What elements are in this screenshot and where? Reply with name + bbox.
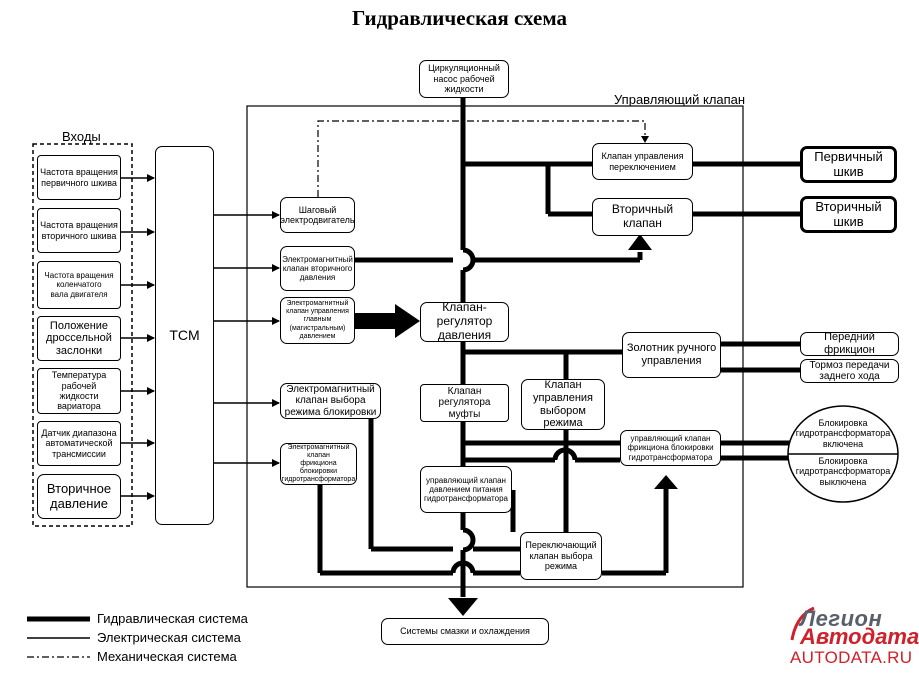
secondary-valve: Вторичный клапан: [592, 198, 693, 236]
hydraulic-arrowheads: [355, 234, 678, 616]
legend-electric: Электрическая система: [97, 630, 241, 645]
page-title: Гидравлическая схема: [351, 6, 568, 30]
reverse-brake: Тормоз передачи заднего хода: [800, 359, 899, 383]
lockup-on-label: Блокировка гидротрансформатора включена: [795, 418, 891, 449]
mode-select-control-valve: Клапан управления выбором режима: [521, 379, 605, 430]
mode-switch-valve: Переключающий клапан выбора режима: [520, 532, 602, 580]
clutch-regulator-valve: Клапан регулятора муфты: [420, 384, 509, 422]
tc-supply-control-valve: управляющий клапан давлением питания гид…: [420, 466, 512, 513]
stepper-motor: Шаговый электродвигатель: [280, 197, 355, 233]
secondary-pulley: Вторичный шкив: [800, 196, 897, 233]
legend-hydraulic: Гидравлическая система: [97, 611, 248, 626]
logo-line2: Автодата: [800, 624, 919, 649]
secondary-pressure-solenoid: Электромагнитный клапан вторичного давле…: [280, 246, 355, 291]
input-secondary-pressure: Вторичное давление: [37, 474, 121, 519]
fluid-pump: Циркуляционный насос рабочей жидкости: [419, 60, 509, 98]
manual-valve: Золотник ручного управления: [622, 332, 721, 378]
forward-clutch: Передний фрикцион: [800, 332, 899, 356]
hydraulic-lines: [317, 97, 800, 597]
lockup-select-solenoid: Электромагнитный клапан выбора режима бл…: [280, 383, 381, 419]
electric-inputs-lines: [121, 174, 280, 500]
inputs-label: Входы: [62, 129, 101, 144]
input-engine-speed: Частота вращения коленчатого вала двигат…: [37, 261, 121, 309]
lockup-off-label: Блокировка гидротрансформатора выключена: [795, 456, 891, 487]
lockup-friction-solenoid: Электромагнитный клапан фрикциона блокир…: [280, 443, 357, 485]
legend-mechanical: Механическая система: [97, 649, 237, 664]
logo-line1: Легион: [800, 606, 883, 631]
logo-url: AUTODATA.RU: [790, 648, 913, 667]
tc-lockup-control-valve: управляющий клапан фрикциона блокировки …: [620, 430, 721, 466]
primary-pulley: Первичный шкив: [800, 146, 897, 183]
shift-control-valve: Клапан управления переключением: [592, 143, 693, 180]
control-valve-label: Управляющий клапан: [614, 92, 746, 107]
lockup-circle: [787, 405, 899, 503]
lube-cooling-box: Системы смазки и охлаждения: [381, 618, 549, 645]
inputs-frame: [32, 143, 133, 527]
mechanical-line: [317, 120, 649, 197]
input-primary-pulley-speed: Частота вращения первичного шкива: [37, 155, 121, 200]
input-fluid-temperature: Температура рабочей жидкости вариатора: [37, 368, 121, 414]
logo-swoosh: [790, 606, 815, 641]
tcm-box: TCM: [155, 146, 214, 525]
input-range-sensor: Датчик диапазона автоматической трансмис…: [37, 421, 121, 466]
pressure-regulator-valve: Клапан- регулятор давления: [420, 302, 509, 342]
legend-lines: [27, 616, 90, 658]
line-pressure-solenoid: Электромагнитный клапан управления главн…: [280, 297, 355, 344]
input-throttle-position: Положение дроссельной заслонки: [37, 316, 121, 361]
input-secondary-pulley-speed: Частота вращения вторичного шкива: [37, 208, 121, 253]
